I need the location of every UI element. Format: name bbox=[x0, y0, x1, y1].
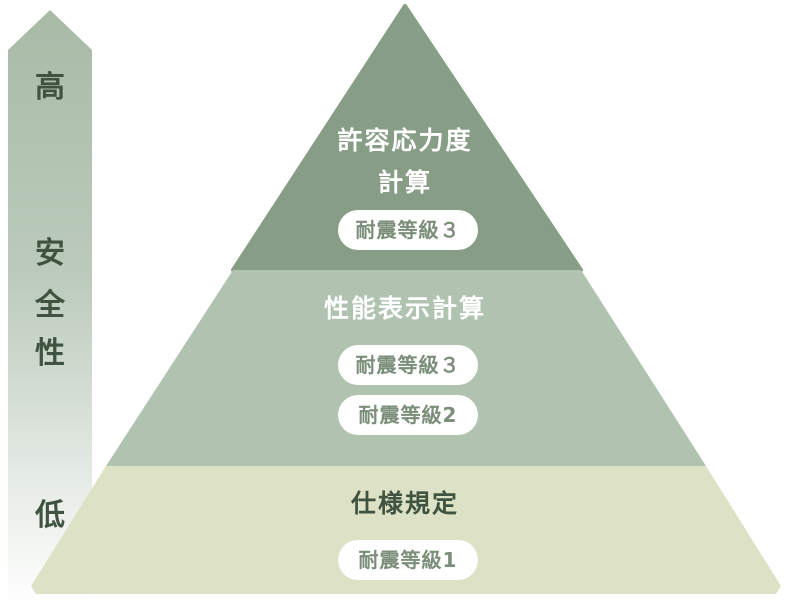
tier-bottom-title: 仕様規定 bbox=[350, 489, 459, 518]
axis-label-char: 性 bbox=[35, 336, 65, 371]
tier-bottom-shape bbox=[31, 466, 781, 594]
tier-top-title: 許容応力度 bbox=[337, 126, 473, 155]
axis-label-char: 全 bbox=[35, 288, 65, 323]
axis-low-label: 低 bbox=[35, 498, 65, 533]
axis-high-label: 高 bbox=[35, 70, 65, 105]
seismic-grade-badge: 耐震等級３ bbox=[338, 210, 478, 250]
axis-label-char: 安 bbox=[35, 236, 65, 271]
seismic-grade-badge: 耐震等級1 bbox=[338, 540, 478, 580]
seismic-grade-badge: 耐震等級３ bbox=[338, 345, 478, 385]
tier-top-title-line2: 計算 bbox=[377, 168, 432, 197]
safety-arrow bbox=[8, 10, 92, 606]
tier-middle-title: 性能表示計算 bbox=[323, 294, 486, 323]
seismic-grade-badge: 耐震等級2 bbox=[338, 395, 478, 435]
